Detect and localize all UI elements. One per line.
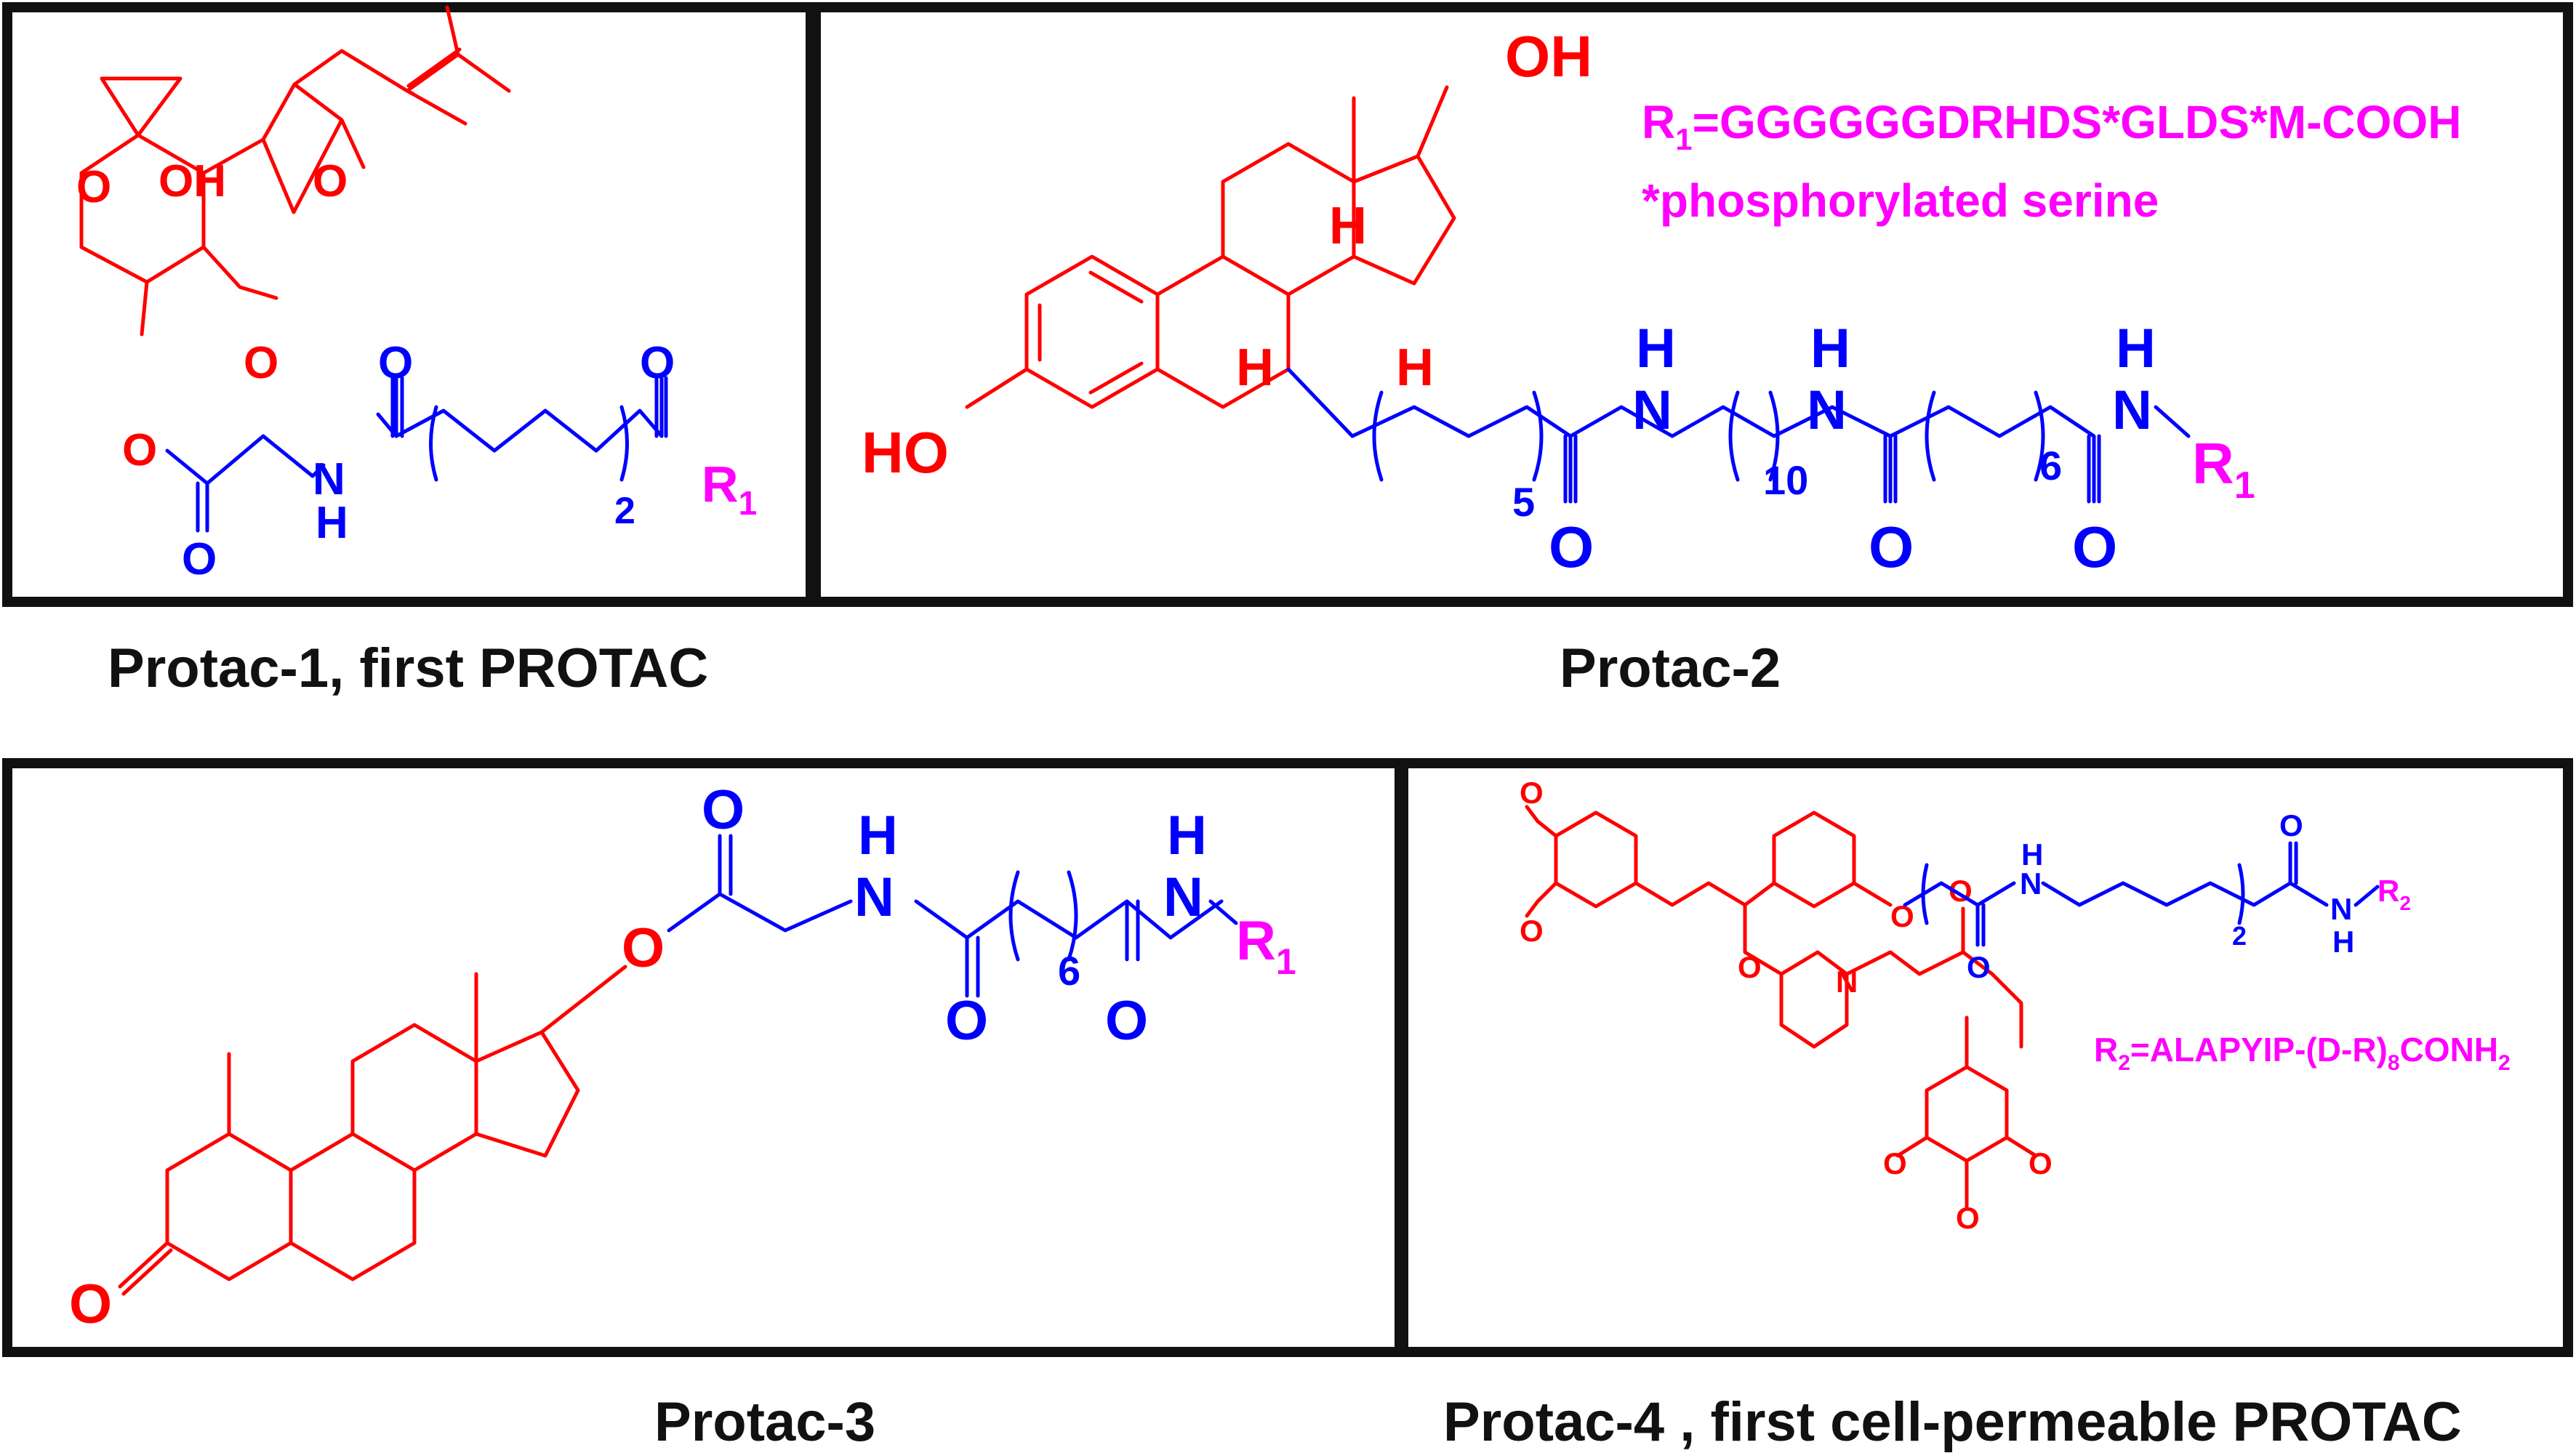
atom-o-p4-6: O xyxy=(1883,1146,1907,1180)
structure-protac-3: O O O N H O 6 O N H R1 xyxy=(69,779,1296,1335)
atom-o-ester-p3: O xyxy=(622,917,665,979)
atom-h-1: H xyxy=(1329,197,1367,255)
repeat-count-p2-a: 5 xyxy=(1512,479,1535,525)
atom-o-p3-3: O xyxy=(1105,990,1148,1052)
r1-definition: R1=GGGGGGDRHDS*GLDS*M-COOH xyxy=(1642,96,2461,156)
atom-nh-p2-1: N xyxy=(1632,379,1672,441)
atom-h-p4-l2: H xyxy=(2332,925,2354,959)
repeat-count-p4: 2 xyxy=(2232,921,2247,951)
substituent-r1-p2: R1 xyxy=(2192,431,2255,507)
substituent-r2-p4: R2 xyxy=(2378,874,2411,914)
atom-oh-top: OH xyxy=(1505,24,1592,89)
substituent-r1-p3: R1 xyxy=(1236,910,1296,982)
caption-protac-1: Protac-1, first PROTAC xyxy=(108,637,708,699)
atom-o-carbonyl-3: O xyxy=(640,338,675,388)
atom-o-p3-1: O xyxy=(702,779,745,841)
atom-o-ester: O xyxy=(122,425,157,475)
structure-protac-2: HO OH H H H 5 10 6 O O O N H N H N H R1 … xyxy=(862,24,2461,579)
structure-protac-4: O O O O O N O O O O N H 2 O N H R2 R2=AL… xyxy=(1520,776,2511,1235)
atom-o-p4-l2: O xyxy=(2279,808,2303,842)
atom-h-p3-2: H xyxy=(1167,805,1207,866)
atom-o-p3-2: O xyxy=(945,990,988,1052)
atom-o-epoxide: O xyxy=(76,162,111,212)
atom-h: H xyxy=(316,498,348,548)
atom-n: N xyxy=(313,454,345,504)
atom-o-carbonyl-2: O xyxy=(378,338,413,388)
atom-o-p4-l1: O xyxy=(1967,950,1991,984)
structure-protac-1: O OH O O O O N H O O 2 R1 xyxy=(76,5,757,584)
repeat-count-p2-c: 6 xyxy=(2039,443,2062,488)
atom-ho: HO xyxy=(862,420,949,485)
atom-oh: OH xyxy=(159,156,226,206)
atom-o-p2-2: O xyxy=(1869,515,1914,579)
atom-n-p4-l1: N xyxy=(2020,866,2042,901)
atom-nh-p2-3: N xyxy=(2112,379,2152,441)
substituent-r1: R1 xyxy=(702,456,757,522)
panel-frame-protac-4 xyxy=(1398,758,2573,1357)
caption-protac-2: Protac-2 xyxy=(1560,637,1781,699)
atom-o-ketone: O xyxy=(69,1273,112,1335)
panel-frame-protac-1 xyxy=(2,2,816,607)
caption-protac-4: Protac-4 , first cell-permeable PROTAC xyxy=(1443,1391,2462,1453)
atom-h-2: H xyxy=(1236,339,1274,397)
atom-o-p2-3: O xyxy=(2072,515,2117,579)
panel-frame-protac-2 xyxy=(811,2,2573,607)
atom-o-p4-4: O xyxy=(1890,899,1914,933)
atom-o-p4-7: O xyxy=(2029,1146,2053,1180)
caption-protac-3: Protac-3 xyxy=(654,1391,875,1453)
atom-h-p3-1: H xyxy=(858,805,898,866)
r1-note: *phosphorylated serine xyxy=(1642,174,2159,227)
repeat-count-p3: 6 xyxy=(1058,948,1080,994)
atom-h-p4-l1: H xyxy=(2021,837,2043,872)
atom-o-epoxide-2: O xyxy=(313,156,348,206)
atom-o-p4-8: O xyxy=(1956,1201,1980,1235)
r2-definition: R2=ALAPYIP-(D-R)8CONH2 xyxy=(2094,1031,2511,1075)
atom-nh-p2-2: N xyxy=(1807,379,1847,441)
atom-n-p4: N xyxy=(1836,965,1858,999)
atom-h-p2-3: H xyxy=(2116,318,2156,379)
atom-h-p2-2: H xyxy=(1810,318,1850,379)
atom-n-p3-2: N xyxy=(1163,866,1203,928)
repeat-count-p2-b: 10 xyxy=(1763,457,1808,503)
atom-o-carbonyl-1: O xyxy=(182,534,217,584)
atom-o-p4-3: O xyxy=(1738,950,1762,984)
repeat-count-p1: 2 xyxy=(614,490,635,532)
atom-h-3: H xyxy=(1396,339,1434,397)
atom-h-p2-1: H xyxy=(1636,318,1676,379)
atom-o-p4-1: O xyxy=(1520,776,1544,810)
atom-o-p4-2: O xyxy=(1520,914,1544,948)
atom-n-p3-1: N xyxy=(854,866,894,928)
atom-o-methoxy: O xyxy=(244,338,278,388)
atom-o-p2-1: O xyxy=(1549,515,1594,579)
atom-n-p4-l2: N xyxy=(2330,892,2352,926)
